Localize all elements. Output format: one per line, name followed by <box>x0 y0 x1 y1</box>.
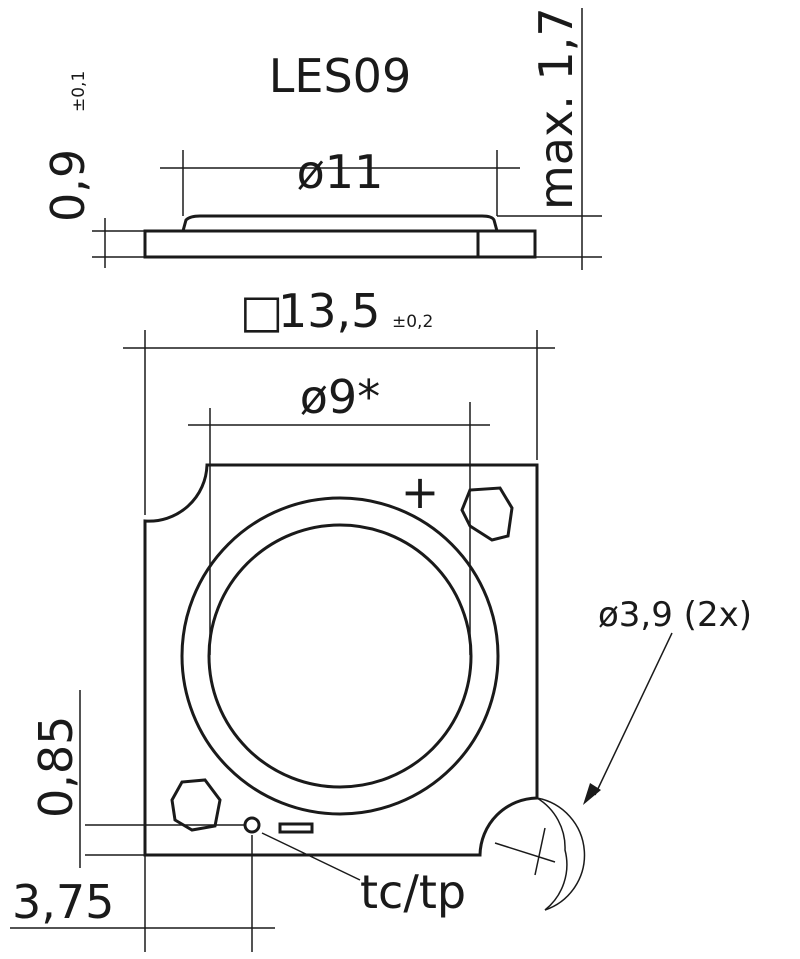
pad-top-right <box>460 486 514 542</box>
corner-hole-label: ø3,9 (2x) <box>598 595 752 635</box>
corner-hole-arc <box>536 797 568 911</box>
size-tolerance: ±0,2 <box>392 312 433 332</box>
pad-bottom-left <box>170 778 222 832</box>
product-title: LES09 <box>269 49 411 103</box>
size-symbol: □ <box>240 284 283 338</box>
side-view: LES09 ø11 0,9 ±0,1 max. 1,7 <box>41 7 602 270</box>
light-emitting-surface <box>207 523 473 789</box>
top-view: □ 13,5 ±0,2 ø9* + tc/tp 0,85 3,75 <box>10 284 752 952</box>
offset-x-label: 3,75 <box>12 875 114 929</box>
board-outline <box>143 463 539 857</box>
hole-center-h <box>494 842 556 863</box>
side-base-plate <box>143 229 537 259</box>
lens-diameter-label: ø11 <box>297 145 384 199</box>
hole-leader-arrow <box>583 783 601 805</box>
offset-y-label: 0,85 <box>29 716 83 818</box>
hole-leader <box>594 632 673 796</box>
height-tolerance: ±0,1 <box>69 71 89 112</box>
outer-ring <box>180 496 500 816</box>
size-label: 13,5 <box>278 284 380 338</box>
max-height-label: max. 1,7 <box>529 7 583 210</box>
side-lens <box>181 214 499 232</box>
tc-leader <box>261 832 361 881</box>
minus-marker <box>278 822 314 834</box>
tc-point <box>243 816 261 834</box>
corner-hole-circle <box>536 797 586 911</box>
plus-marker: + <box>401 465 440 519</box>
height-label: 0,9 <box>41 149 95 222</box>
les-diameter-label: ø9* <box>300 370 380 424</box>
hole-center-v <box>534 827 546 876</box>
tc-label: tc/tp <box>360 865 466 919</box>
